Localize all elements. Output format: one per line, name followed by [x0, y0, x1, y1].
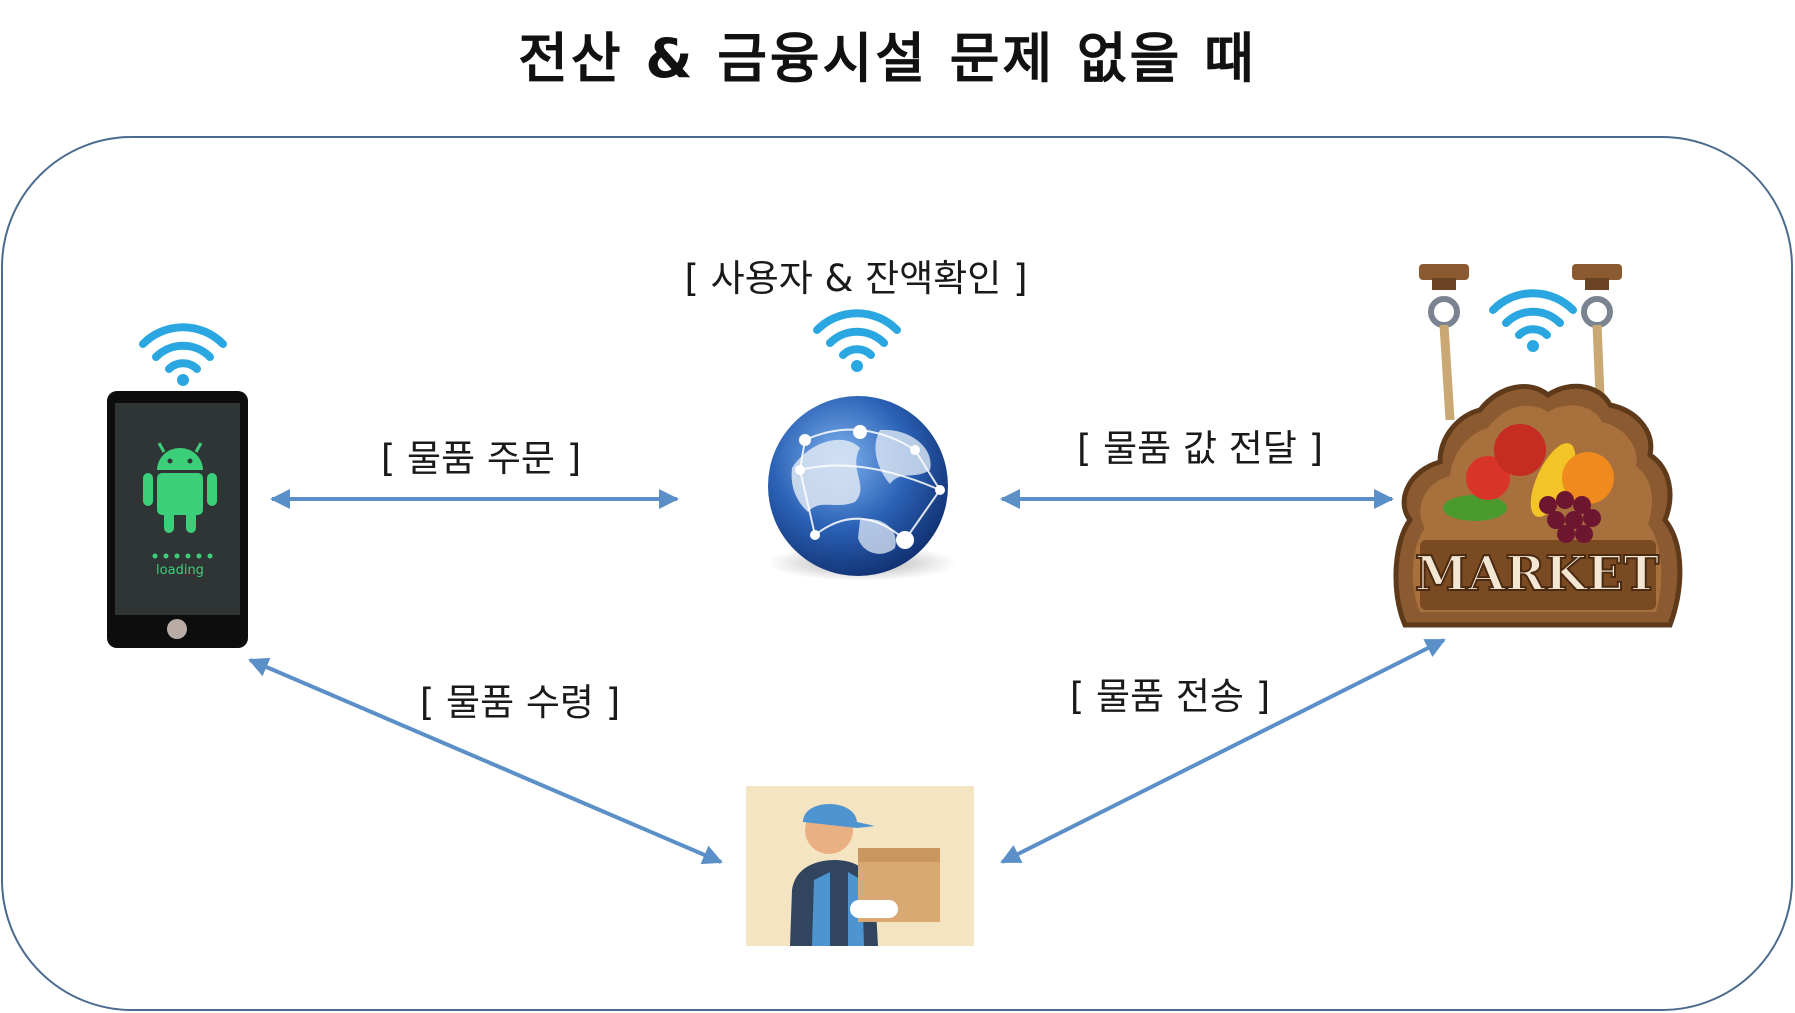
diagram-title: 전산 & 금융시설 문제 없을 때: [518, 27, 1257, 90]
label-order: [ 물품 주문 ]: [380, 437, 582, 480]
loading-dots: [152, 553, 213, 559]
loading-text: loading: [156, 563, 204, 578]
globe-icon: [767, 396, 957, 581]
market-text: MARKET: [1415, 546, 1660, 602]
wifi-icon: [1489, 289, 1577, 352]
sign-mount: [1419, 264, 1622, 421]
android-icon: [143, 442, 217, 533]
smartphone-icon: loading: [107, 391, 248, 648]
courier-icon: [746, 786, 974, 946]
fruit-icon: [1443, 424, 1614, 543]
label-receive: [ 물품 수령 ]: [419, 681, 621, 724]
label-user-balance-check: [ 사용자 & 잔액확인 ]: [684, 257, 1028, 300]
arrow-phone-courier: [248, 657, 723, 865]
arrow-courier-market: [1000, 638, 1446, 864]
diagram-frame: [1, 136, 1793, 1011]
wifi-icon: [139, 323, 227, 386]
market-sign-icon: MARKET: [1393, 264, 1683, 628]
label-ship: [ 물품 전송 ]: [1069, 675, 1271, 718]
wifi-icon: [813, 309, 901, 372]
label-payment: [ 물품 값 전달 ]: [1076, 427, 1324, 470]
